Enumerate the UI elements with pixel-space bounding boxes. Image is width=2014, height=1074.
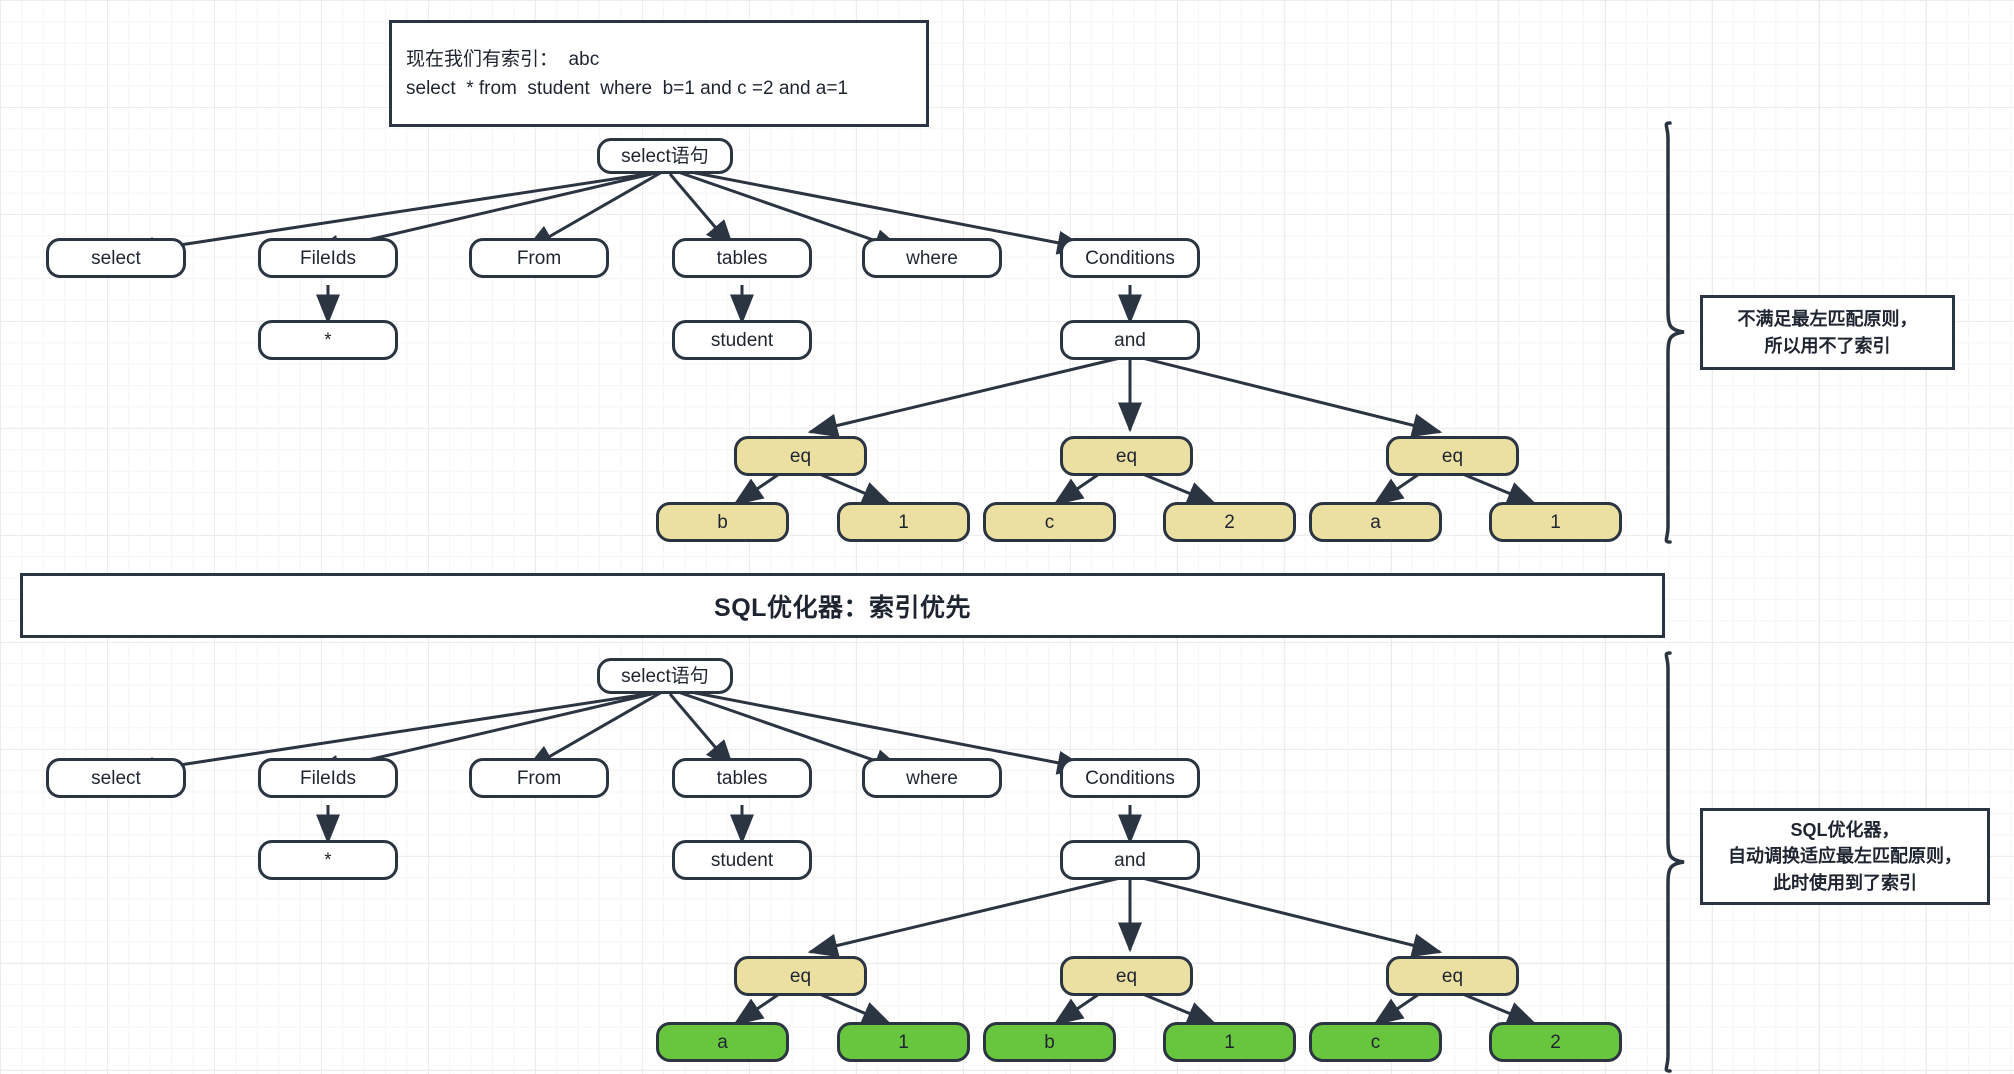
bottom-leaf-4[interactable]: 1 — [1163, 1022, 1296, 1062]
top-node-select[interactable]: select — [46, 238, 186, 278]
top-node-conditions[interactable]: Conditions — [1060, 238, 1200, 278]
note-line-index: 现在我们有索引： abc — [406, 49, 600, 70]
bottom-node-eq-3[interactable]: eq — [1386, 956, 1519, 996]
top-node-eq-1[interactable]: eq — [734, 436, 867, 476]
callout-top-line-2: 所以用不了索引 — [1764, 335, 1891, 356]
bottom-node-student[interactable]: student — [672, 840, 812, 880]
top-leaf-2[interactable]: 1 — [837, 502, 970, 542]
callout-top: 不满足最左匹配原则， 所以用不了索引 — [1700, 295, 1955, 370]
optimizer-banner: SQL优化器：索引优先 — [20, 573, 1665, 638]
note-line-query: select * from student where b=1 and c =2… — [406, 78, 849, 100]
top-node-tables[interactable]: tables — [672, 238, 812, 278]
bottom-node-eq-2[interactable]: eq — [1060, 956, 1193, 996]
bottom-node-and[interactable]: and — [1060, 840, 1200, 880]
callout-bottom: SQL优化器， 自动调换适应最左匹配原则， 此时使用到了索引 — [1700, 808, 1990, 905]
bottom-node-star[interactable]: * — [258, 840, 398, 880]
bottom-leaf-5[interactable]: c — [1309, 1022, 1442, 1062]
top-node-eq-3[interactable]: eq — [1386, 436, 1519, 476]
top-node-fileids[interactable]: FileIds — [258, 238, 398, 278]
callout-bottom-line-1: SQL优化器， — [1790, 820, 1900, 841]
bottom-node-conditions[interactable]: Conditions — [1060, 758, 1200, 798]
top-node-from[interactable]: From — [469, 238, 609, 278]
callout-bottom-line-3: 此时使用到了索引 — [1773, 872, 1917, 893]
bottom-brace — [1664, 651, 1685, 1073]
top-leaf-3[interactable]: c — [983, 502, 1116, 542]
top-node-where[interactable]: where — [862, 238, 1002, 278]
top-leaf-6[interactable]: 1 — [1489, 502, 1622, 542]
bottom-node-tables[interactable]: tables — [672, 758, 812, 798]
top-node-eq-2[interactable]: eq — [1060, 436, 1193, 476]
bottom-root-node[interactable]: select语句 — [597, 658, 733, 694]
top-leaf-5[interactable]: a — [1309, 502, 1442, 542]
bottom-node-eq-1[interactable]: eq — [734, 956, 867, 996]
banner-title: SQL优化器：索引优先 — [714, 593, 971, 622]
bottom-node-fileids[interactable]: FileIds — [258, 758, 398, 798]
bottom-node-where[interactable]: where — [862, 758, 1002, 798]
top-root-node[interactable]: select语句 — [597, 138, 733, 174]
index-note-box: 现在我们有索引： abc select * from student where… — [389, 20, 929, 127]
bottom-node-select[interactable]: select — [46, 758, 186, 798]
top-brace — [1664, 121, 1685, 544]
top-node-and[interactable]: and — [1060, 320, 1200, 360]
callout-bottom-line-2: 自动调换适应最左匹配原则， — [1728, 846, 1962, 867]
bottom-node-from[interactable]: From — [469, 758, 609, 798]
callout-top-line-1: 不满足最左匹配原则， — [1737, 309, 1918, 330]
top-leaf-4[interactable]: 2 — [1163, 502, 1296, 542]
bottom-leaf-2[interactable]: 1 — [837, 1022, 970, 1062]
top-node-student[interactable]: student — [672, 320, 812, 360]
bottom-leaf-3[interactable]: b — [983, 1022, 1116, 1062]
top-node-star[interactable]: * — [258, 320, 398, 360]
top-leaf-1[interactable]: b — [656, 502, 789, 542]
bottom-leaf-1[interactable]: a — [656, 1022, 789, 1062]
bottom-leaf-6[interactable]: 2 — [1489, 1022, 1622, 1062]
